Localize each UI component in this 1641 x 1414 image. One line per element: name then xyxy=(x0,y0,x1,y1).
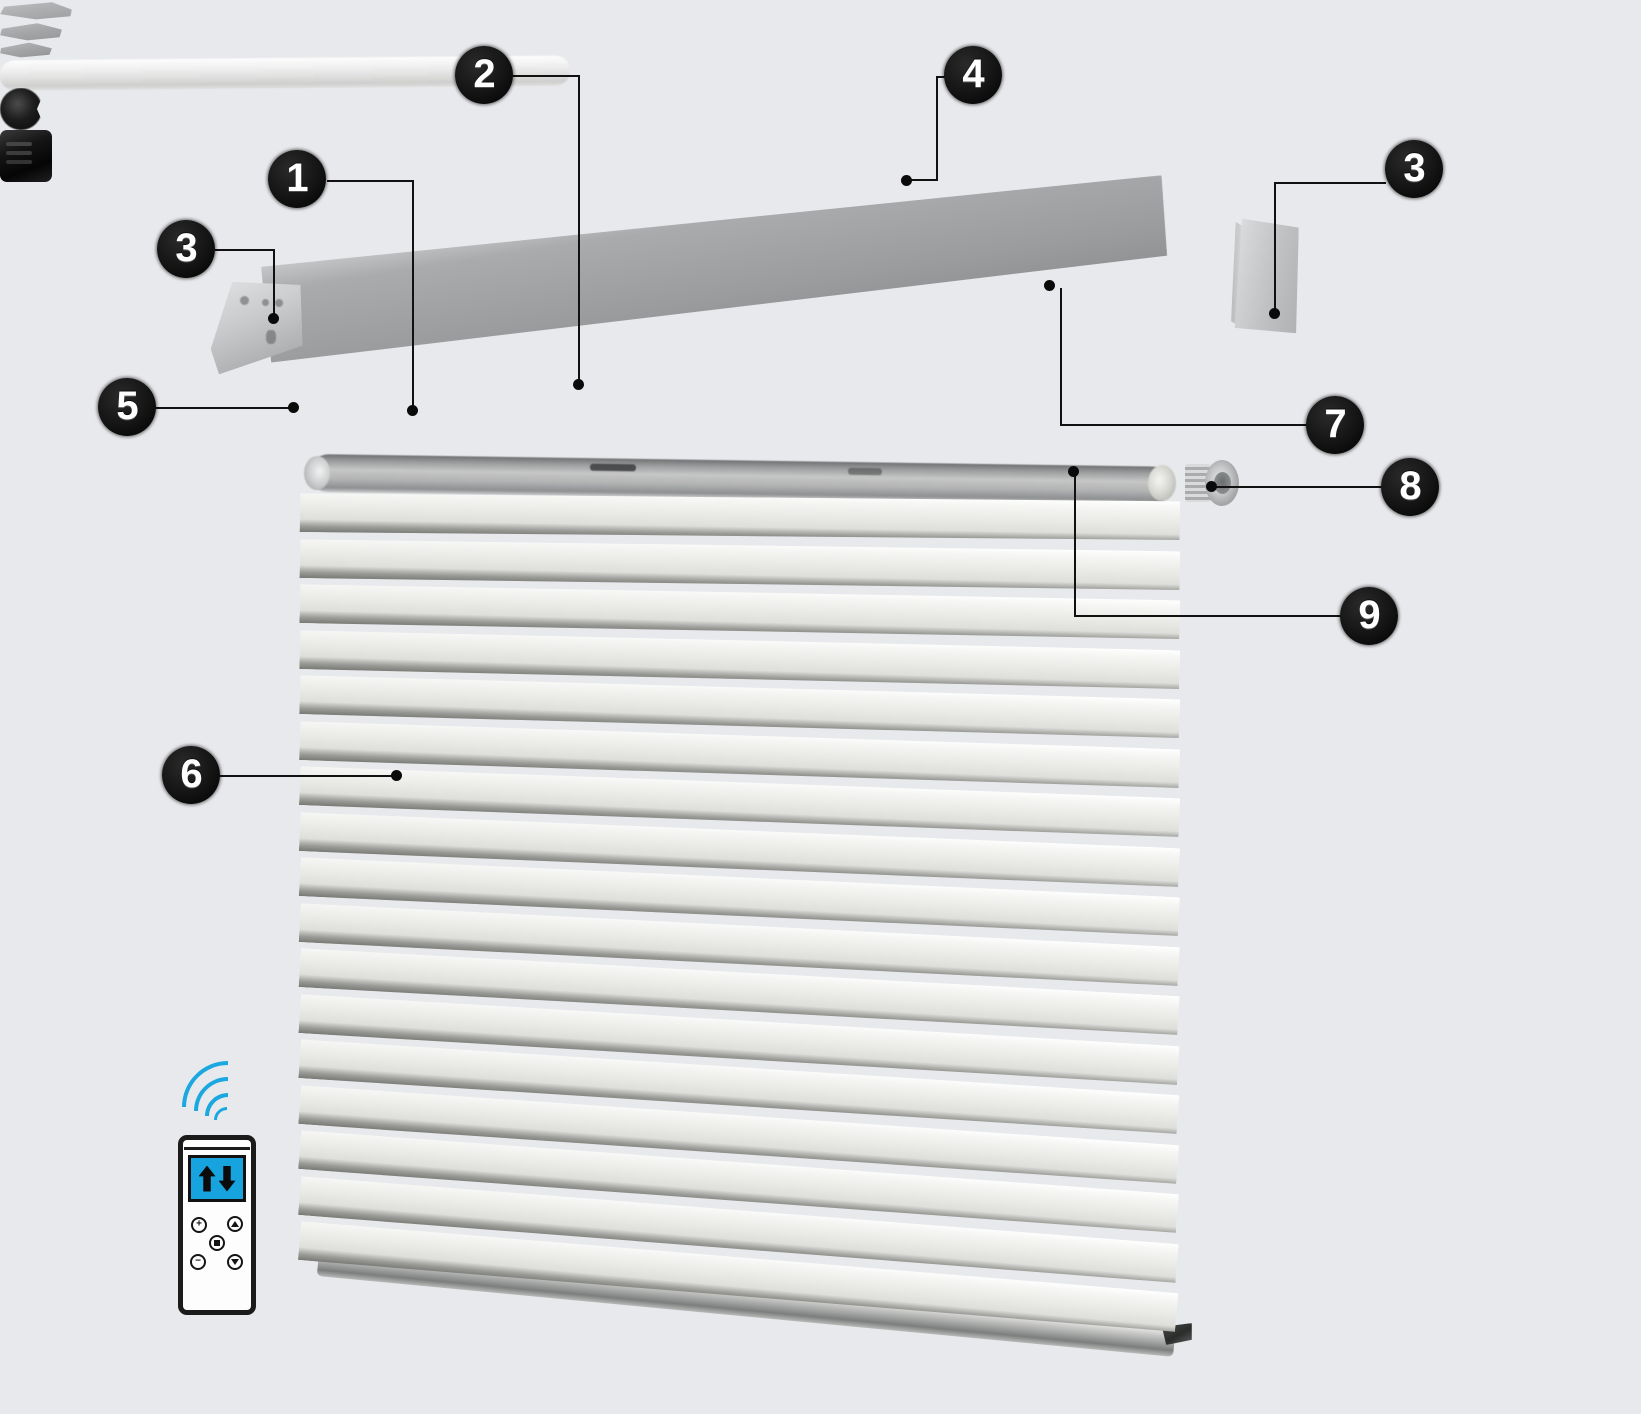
leader-line-3-left xyxy=(273,249,275,319)
screw-hole xyxy=(240,296,249,305)
leader-line-3-right xyxy=(1274,182,1276,314)
wireless-signal-icon xyxy=(162,1041,294,1173)
callout-marker-3-right[interactable]: 3 xyxy=(1385,140,1443,198)
leader-dot-9 xyxy=(1068,466,1079,477)
remote-display xyxy=(188,1155,246,1202)
minus-icon: − xyxy=(195,1255,201,1267)
tubular-motor-head xyxy=(0,130,52,182)
rail-slot xyxy=(847,467,883,476)
leader-dot-2 xyxy=(573,379,584,390)
callout-marker-5[interactable]: 5 xyxy=(98,378,156,436)
arrow-down-icon xyxy=(218,1165,236,1192)
tube-end-cap xyxy=(0,88,42,130)
leader-line-4b xyxy=(906,179,938,181)
leader-line-3-left xyxy=(215,249,275,251)
leader-dot-7 xyxy=(1044,280,1055,291)
blind-top-rail-cap-right xyxy=(1147,464,1177,502)
callout-label: 9 xyxy=(1358,593,1380,637)
callout-marker-8[interactable]: 8 xyxy=(1381,458,1439,516)
remote-control-group[interactable]: + − xyxy=(162,1041,300,1320)
leader-line-9 xyxy=(1074,473,1076,617)
callout-label: 1 xyxy=(286,156,308,200)
callout-marker-6[interactable]: 6 xyxy=(162,746,220,804)
screw-hole xyxy=(262,299,269,306)
stop-button[interactable] xyxy=(209,1235,225,1251)
callout-marker-4[interactable]: 4 xyxy=(944,46,1002,104)
leader-dot-3-right xyxy=(1269,308,1280,319)
leader-dot-1 xyxy=(407,405,418,416)
callout-marker-1[interactable]: 1 xyxy=(268,150,326,208)
leader-line-8 xyxy=(1216,486,1384,488)
rail-slot xyxy=(589,463,637,472)
leader-dot-3-left xyxy=(268,313,279,324)
headrail-body xyxy=(259,175,1171,368)
callout-label: 3 xyxy=(175,226,197,270)
callout-marker-3-left[interactable]: 3 xyxy=(157,220,215,278)
leader-dot-6 xyxy=(391,770,402,781)
leader-line-4 xyxy=(936,76,938,180)
roller-end-wheel xyxy=(1185,460,1239,506)
mounting-bracket-right xyxy=(0,42,52,58)
leader-line-3-right xyxy=(1274,182,1386,184)
down-button[interactable] xyxy=(227,1254,243,1270)
mounting-bracket-center xyxy=(0,23,62,41)
callout-label: 4 xyxy=(962,52,984,96)
callout-label: 7 xyxy=(1324,402,1346,446)
up-button[interactable] xyxy=(227,1216,243,1232)
leader-line-1 xyxy=(412,180,414,411)
screw-slot xyxy=(266,330,276,344)
callout-label: 2 xyxy=(473,52,495,96)
leader-line-7 xyxy=(1060,424,1315,426)
leader-dot-8 xyxy=(1206,481,1217,492)
headrail-endcap-right xyxy=(1230,217,1301,335)
leader-line-2 xyxy=(513,75,580,77)
triangle-up-icon xyxy=(231,1221,239,1227)
plus-button[interactable]: + xyxy=(191,1217,207,1233)
square-stop-icon xyxy=(214,1240,220,1246)
leader-line-7 xyxy=(1060,288,1062,426)
remote-top-divider xyxy=(184,1147,250,1150)
leader-line-9 xyxy=(1074,615,1346,617)
minus-button[interactable]: − xyxy=(190,1254,206,1270)
leader-line-5 xyxy=(155,407,295,409)
callout-label: 5 xyxy=(116,384,138,428)
screw-hole xyxy=(275,299,283,307)
callout-marker-7[interactable]: 7 xyxy=(1306,396,1364,454)
callout-label: 8 xyxy=(1399,464,1421,508)
leader-line-6 xyxy=(219,775,399,777)
leader-dot-4 xyxy=(901,175,912,186)
callout-label: 3 xyxy=(1403,146,1425,190)
callout-label: 6 xyxy=(180,752,202,796)
triangle-down-icon xyxy=(231,1259,239,1265)
arrow-up-icon xyxy=(198,1165,216,1192)
mounting-bracket-left xyxy=(0,2,72,20)
leader-line-1 xyxy=(327,180,414,182)
callout-marker-9[interactable]: 9 xyxy=(1340,587,1398,645)
plus-icon: + xyxy=(196,1218,202,1230)
leader-line-2 xyxy=(578,75,580,385)
callout-marker-2[interactable]: 2 xyxy=(455,46,513,104)
pleated-blind xyxy=(300,450,1200,1357)
leader-dot-5 xyxy=(288,402,299,413)
